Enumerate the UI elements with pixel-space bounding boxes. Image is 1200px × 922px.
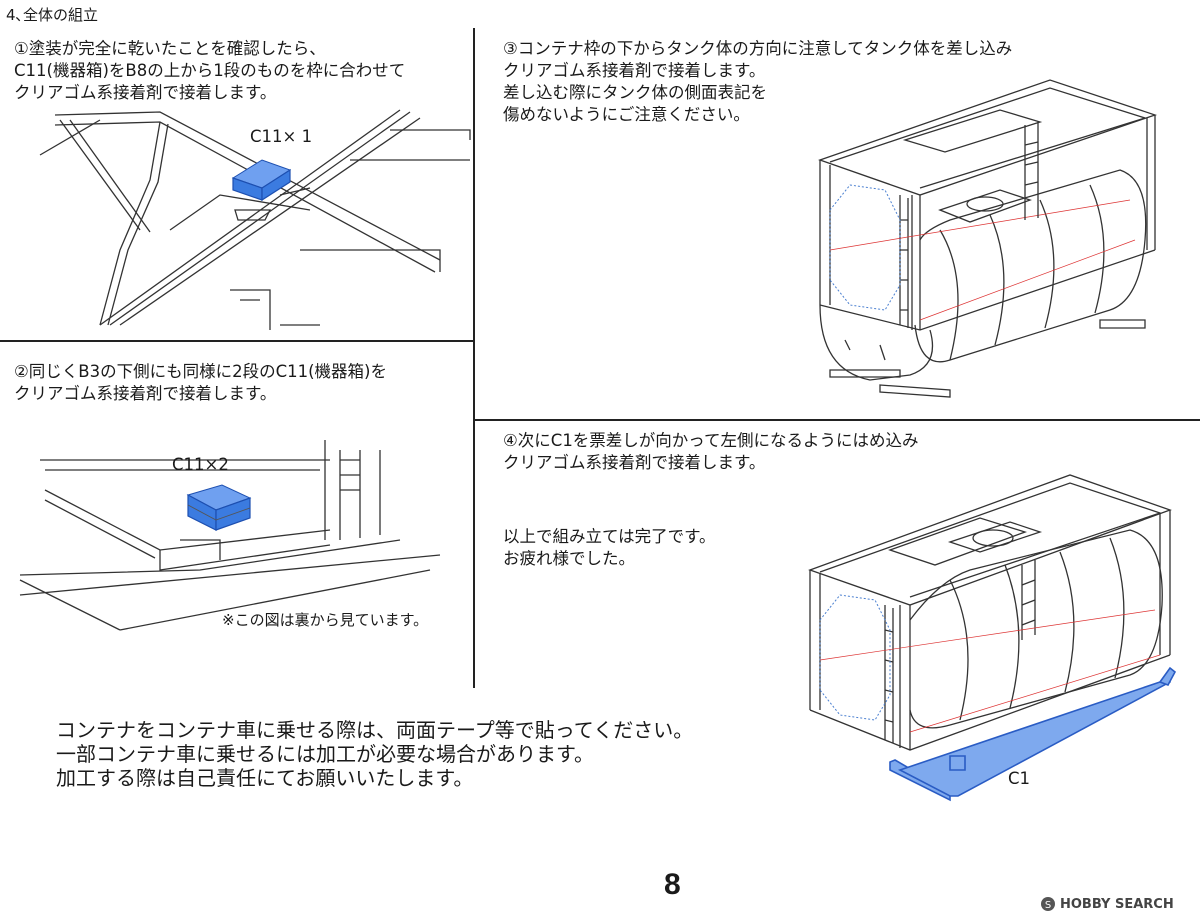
part-label-c11: C11× 1 [250,127,313,146]
part-label-c1: C1 [1008,769,1031,788]
completion-text: 以上で組み立ては完了です。 お疲れ様でした。 [503,526,716,570]
completion-line: お疲れ様でした。 [503,549,635,568]
footer-note-line: 加工する際は自己責任にてお願いいたします。 [56,766,474,790]
step4-text: ④次にC1を票差しが向かって左側になるようにはめ込み クリアゴム系接着剤で接着し… [503,430,919,474]
footer-note-line: コンテナをコンテナ車に乗せる際は、両面テープ等で貼ってください。 [56,718,694,742]
step2-line: クリアゴム系接着剤で接着します。 [14,384,277,403]
step4-illustration [808,474,1177,802]
divider-left [0,340,473,342]
footer-note-line: 一部コンテナ車に乗せるには加工が必要な場合があります。 [56,742,594,766]
watermark: S HOBBY SEARCH [1040,896,1174,912]
step3-line: 傷めないようにご注意ください。 [503,105,750,124]
step2-text: ②同じくB3の下側にも同様に2段のC11(機器箱)を クリアゴム系接着剤で接着し… [14,361,387,405]
step3-illustration [818,79,1158,398]
completion-line: 以上で組み立ては完了です。 [503,527,716,546]
step2-illustration [19,440,441,631]
step1-line: C11(機器箱)をB8の上から1段のものを枠に合わせて [14,61,406,80]
svg-text:S: S [1045,900,1051,911]
section-title: 4､全体の組立 [6,6,99,24]
part-label-c11x2: C11×2 [172,455,229,474]
step4-line: クリアゴム系接着剤で接着します。 [503,453,766,472]
step2-line: ②同じくB3の下側にも同様に2段のC11(機器箱)を [14,362,387,381]
divider-right [473,419,1200,421]
footer-note: コンテナをコンテナ車に乗せる際は、両面テープ等で貼ってください。 一部コンテナ車… [56,718,693,790]
step1-text: ①塗装が完全に乾いたことを確認したら、 C11(機器箱)をB8の上から1段のもの… [14,38,405,104]
step3-line: ③コンテナ枠の下からタンク体の方向に注意してタンク体を差し込み [503,39,1013,58]
step1-illustration [39,109,471,330]
hobby-search-logo-icon: S [1041,897,1055,911]
step3-text: ③コンテナ枠の下からタンク体の方向に注意してタンク体を差し込み クリアゴム系接着… [503,38,1012,126]
step1-line: クリアゴム系接着剤で接着します。 [14,83,277,102]
step3-line: クリアゴム系接着剤で接着します。 [503,61,766,80]
divider-vertical [473,28,475,688]
watermark-brand: HOBBY SEARCH [1060,896,1174,912]
page-number: 8 [664,868,681,901]
step4-line: ④次にC1を票差しが向かって左側になるようにはめ込み [503,431,919,450]
reverse-view-note: ※この図は裏から見ています。 [222,611,429,629]
step1-line: ①塗装が完全に乾いたことを確認したら、 [14,39,326,58]
step3-line: 差し込む際にタンク体の側面表記を [503,83,767,102]
